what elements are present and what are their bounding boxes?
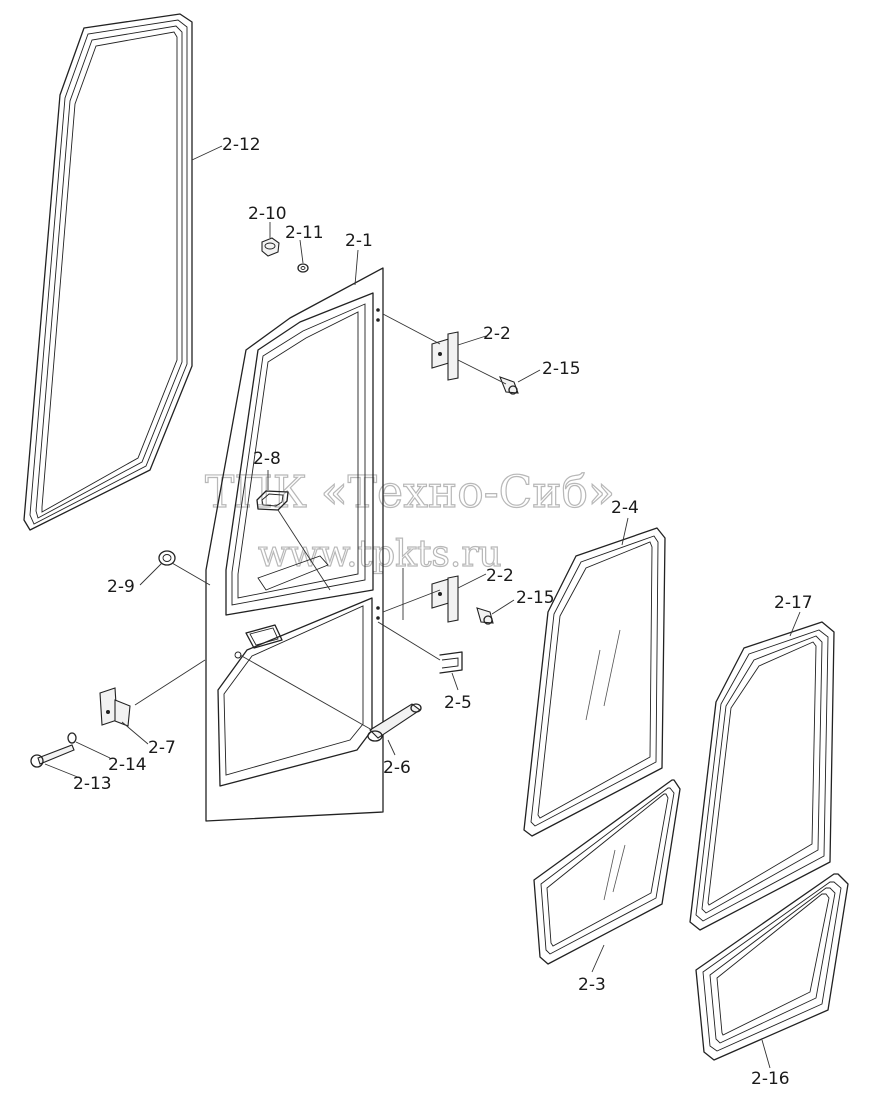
callout-2-12: 2-12 xyxy=(222,135,261,155)
callout-2-2-mid: 2-2 xyxy=(486,566,514,586)
part-2-8-grommet xyxy=(256,490,289,511)
part-2-3-lower-glass xyxy=(533,779,681,965)
callout-2-1: 2-1 xyxy=(345,231,373,251)
part-2-9-grommet xyxy=(158,550,176,566)
part-2-10-nut xyxy=(261,237,280,257)
callout-2-9: 2-9 xyxy=(107,577,135,597)
callout-2-2-top: 2-2 xyxy=(483,324,511,344)
callout-2-7: 2-7 xyxy=(148,738,176,758)
part-2-5-striker xyxy=(439,651,463,674)
callout-2-6: 2-6 xyxy=(383,758,411,778)
callout-2-14: 2-14 xyxy=(108,755,147,775)
part-2-4-upper-glass xyxy=(523,527,666,837)
watermark-line1: ТПК «Техно-Сиб» xyxy=(205,467,615,518)
watermark-line2: www.tpkts.ru xyxy=(258,534,502,575)
callout-2-17: 2-17 xyxy=(774,593,813,613)
callout-2-11: 2-11 xyxy=(285,223,324,243)
part-2-16-seal xyxy=(695,873,849,1061)
part-2-15-bolt-mid xyxy=(476,607,494,625)
callout-2-15-mid: 2-15 xyxy=(516,588,555,608)
part-2-12-door-seal xyxy=(23,13,193,531)
callout-2-15-top: 2-15 xyxy=(542,359,581,379)
callout-2-13: 2-13 xyxy=(73,774,112,794)
part-2-13-screw xyxy=(30,744,75,768)
part-2-2-hinge-top xyxy=(431,331,459,381)
callout-2-4: 2-4 xyxy=(611,498,639,518)
callout-2-10: 2-10 xyxy=(248,204,287,224)
part-2-2-hinge-mid xyxy=(431,575,459,623)
leader-lines xyxy=(44,145,801,1069)
callout-2-16: 2-16 xyxy=(751,1069,790,1089)
part-2-1-door-frame xyxy=(205,267,384,822)
part-2-6-handle xyxy=(367,703,422,742)
part-2-17-seal xyxy=(689,621,835,931)
callout-2-3: 2-3 xyxy=(578,975,606,995)
part-2-11-washer xyxy=(297,263,309,273)
part-2-14-washer xyxy=(67,732,77,744)
part-2-7-latch xyxy=(99,687,131,727)
part-2-15-bolt-top xyxy=(499,376,519,395)
callout-2-5: 2-5 xyxy=(444,693,472,713)
callout-2-8: 2-8 xyxy=(253,449,281,469)
